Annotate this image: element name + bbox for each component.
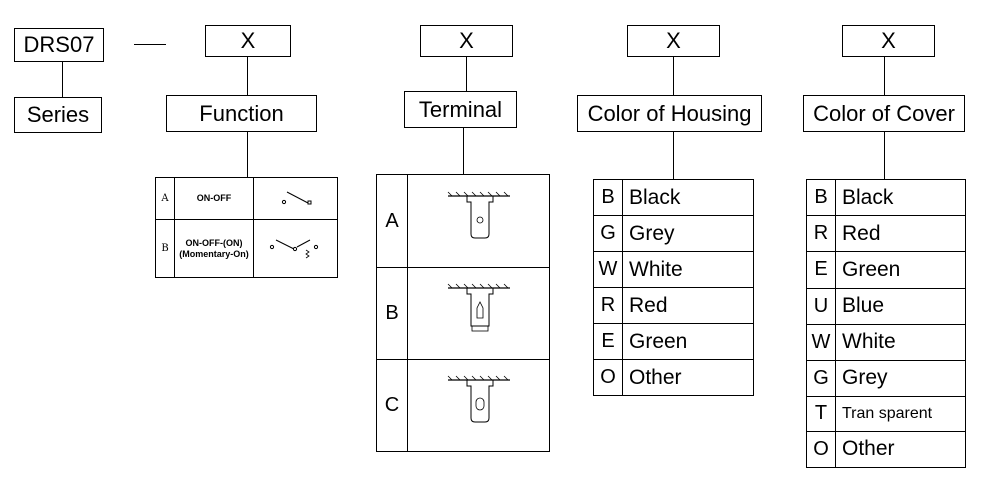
option-name: Black: [622, 179, 754, 216]
option-code: A: [155, 177, 175, 220]
option-code: W: [806, 323, 836, 361]
option-name: Tran sparent: [835, 396, 966, 432]
series-label: Series: [26, 102, 90, 127]
series-connector: [62, 62, 63, 98]
terminal-connector-top: [466, 57, 467, 92]
option-name: ON-OFF: [174, 177, 254, 220]
option-name: Grey: [622, 215, 754, 252]
option-code: O: [593, 359, 623, 396]
table-row: A: [376, 174, 550, 268]
series-label-box: Series: [14, 97, 102, 133]
function-label-box: Function: [166, 95, 317, 132]
option-name: Other: [622, 359, 754, 396]
option-code: B: [376, 267, 408, 360]
terminal-options-table: A B C: [376, 174, 550, 452]
option-code: O: [806, 430, 836, 469]
option-name: Red: [835, 215, 966, 253]
terminal-placeholder: X: [459, 28, 474, 53]
terminal-a-icon: [407, 174, 550, 268]
option-code: C: [376, 359, 408, 452]
cover-label-box: Color of Cover: [803, 95, 965, 132]
option-code: A: [376, 174, 408, 268]
option-name: ON-OFF-(ON) (Momentary-On): [174, 219, 254, 278]
option-code: B: [806, 178, 836, 217]
cover-connector-bottom: [884, 132, 885, 179]
option-code: W: [593, 251, 623, 288]
cover-placeholder: X: [881, 28, 896, 53]
terminal-c-icon: [407, 359, 550, 452]
cover-placeholder-box: X: [842, 25, 935, 57]
switch-momentary-icon: [253, 219, 338, 278]
terminal-label: Terminal: [418, 96, 503, 122]
series-code: DRS07: [23, 32, 95, 57]
function-options-table: A ON-OFF B ON-OFF-(ON) (Momentary-On): [155, 177, 338, 278]
option-name: Black: [835, 178, 966, 217]
series-code-box: DRS07: [14, 28, 104, 62]
option-code: U: [806, 287, 836, 325]
option-code: T: [806, 396, 836, 432]
function-label: Function: [199, 100, 284, 126]
table-row: B ON-OFF-(ON) (Momentary-On): [155, 219, 338, 278]
option-code: R: [806, 215, 836, 253]
function-placeholder-box: X: [205, 25, 291, 57]
table-row: A ON-OFF: [155, 177, 338, 220]
option-name: Other: [835, 430, 966, 469]
option-code: E: [593, 323, 623, 360]
function-placeholder: X: [240, 28, 256, 53]
option-code: R: [593, 287, 623, 324]
option-name-main: ON-OFF-(ON): [185, 237, 243, 248]
option-code: E: [806, 251, 836, 289]
housing-placeholder-box: X: [627, 25, 720, 57]
option-code: B: [593, 179, 623, 216]
cover-label: Color of Cover: [813, 100, 955, 126]
table-row: C: [376, 359, 550, 452]
terminal-b-icon: [407, 267, 550, 360]
option-name-sub: (Momentary-On): [179, 248, 249, 259]
housing-placeholder: X: [666, 28, 681, 53]
option-code: G: [806, 359, 836, 398]
terminal-placeholder-box: X: [420, 25, 513, 57]
option-name: White: [622, 251, 754, 288]
option-name: Green: [622, 323, 754, 360]
dash-connector: [134, 44, 166, 45]
table-row: B: [376, 267, 550, 360]
housing-connector-bottom: [673, 132, 674, 179]
cover-connector-top: [884, 57, 885, 96]
terminal-connector-bottom: [463, 128, 464, 175]
housing-label-box: Color of Housing: [577, 95, 762, 132]
housing-label: Color of Housing: [587, 100, 752, 126]
housing-connector-top: [673, 57, 674, 96]
option-name: White: [835, 323, 966, 361]
option-name: Blue: [835, 287, 966, 325]
switch-on-off-icon: [253, 177, 338, 220]
option-code: G: [593, 215, 623, 252]
terminal-label-box: Terminal: [404, 91, 517, 128]
function-connector-bottom: [247, 132, 248, 178]
option-name: Grey: [835, 359, 966, 398]
option-name: Green: [835, 251, 966, 289]
option-code: B: [155, 219, 175, 278]
function-connector-top: [247, 57, 248, 96]
option-name: Red: [622, 287, 754, 324]
